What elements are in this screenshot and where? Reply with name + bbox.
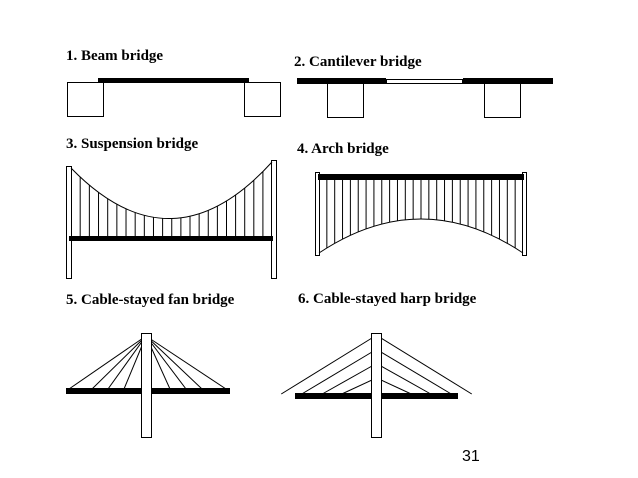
fan-stay-cable xyxy=(145,335,227,390)
caption-arch-bridge: 4. Arch bridge xyxy=(297,141,389,157)
cantilever-bridge-pier-right xyxy=(484,83,521,118)
fan-stay-cable xyxy=(68,335,147,390)
fan-stay-cable xyxy=(107,335,147,390)
arch-bridge-spandrel-posts xyxy=(326,180,516,248)
harp-stay-cable xyxy=(380,365,431,395)
harp-stay-cable xyxy=(280,337,373,395)
harp-bridge-pylon xyxy=(371,333,382,438)
caption-suspension-bridge: 3. Suspension bridge xyxy=(66,136,199,152)
caption-cable-stayed-fan-bridge: 5. Cable-stayed fan bridge xyxy=(66,292,235,308)
suspension-bridge-tower-right xyxy=(271,160,277,279)
suspension-bridge-hangers xyxy=(79,171,264,236)
beam-bridge-pier-left xyxy=(67,82,104,117)
beam-bridge-deck xyxy=(98,78,249,83)
page-number: 31 xyxy=(462,448,480,465)
arch-bridge-abutment-right xyxy=(522,172,527,256)
harp-stay-cable xyxy=(322,365,373,395)
suspension-bridge-deck xyxy=(69,236,273,241)
harp-stay-cable xyxy=(301,351,373,395)
cantilever-bridge-arm-left xyxy=(297,78,386,84)
beam-bridge-pier-right xyxy=(244,82,281,117)
fan-bridge-stay-cables xyxy=(68,335,227,390)
harp-stay-cable xyxy=(380,351,452,395)
harp-stay-cable xyxy=(380,337,473,395)
caption-cantilever-bridge: 2. Cantilever bridge xyxy=(294,54,422,70)
suspension-bridge-main-cable xyxy=(70,161,273,219)
cantilever-bridge-suspended-span xyxy=(386,79,463,84)
arch-bridge-deck xyxy=(318,174,524,180)
fan-stay-cable xyxy=(145,335,187,390)
caption-cable-stayed-harp-bridge: 6. Cable-stayed harp bridge xyxy=(298,291,477,307)
fan-stay-cable xyxy=(145,335,203,390)
fan-stay-cable xyxy=(91,335,147,390)
arch-bridge-abutment-left xyxy=(315,172,320,256)
caption-beam-bridge: 1. Beam bridge xyxy=(66,48,164,64)
harp-bridge-stay-cables xyxy=(280,337,473,395)
harp-stay-cable xyxy=(380,379,412,395)
harp-stay-cable xyxy=(341,379,373,395)
fan-bridge-pylon xyxy=(141,333,152,438)
suspension-bridge-tower-left xyxy=(66,166,72,279)
cantilever-bridge-arm-right xyxy=(463,78,553,84)
